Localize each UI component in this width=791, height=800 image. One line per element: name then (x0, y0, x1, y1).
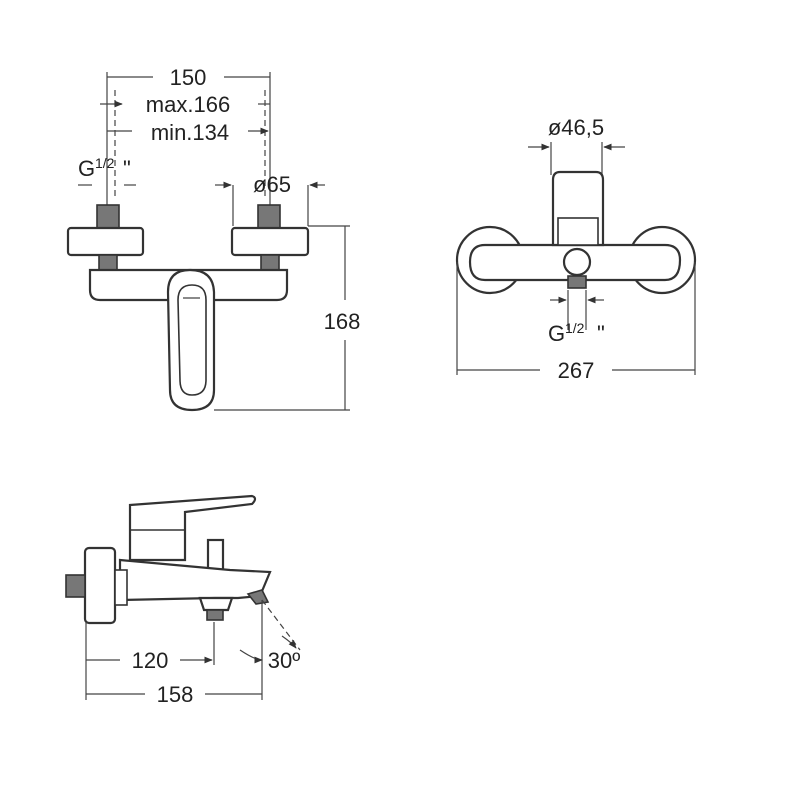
side-lever (128, 494, 257, 562)
width-label: 150 (170, 65, 207, 90)
thread-label-front: G 1/2 " (78, 155, 136, 186)
width-267-dimension: 267 (456, 262, 696, 383)
top-thread-frac: 1/2 (565, 320, 585, 336)
depth-label: 158 (157, 682, 194, 707)
top-lever-base (557, 217, 599, 246)
top-width-label: 267 (558, 358, 595, 383)
spout-label: 120 (132, 648, 169, 673)
min-dimension: min.134 (107, 120, 269, 145)
top-thread-g: G (548, 321, 565, 346)
thread-g: G (78, 156, 95, 181)
diameter-label: ø65 (253, 172, 291, 197)
height-label: 168 (324, 309, 361, 334)
diverter-knob (206, 538, 225, 572)
thread-frac: 1/2 (95, 155, 115, 171)
diameter-65-dimension: ø65 (215, 172, 325, 226)
top-view: ø46,5 G 1/2 " (455, 115, 697, 383)
side-wall-plate (83, 546, 117, 625)
top-diameter-label: ø46,5 (548, 115, 604, 140)
side-view: 120 158 30º (65, 494, 301, 707)
angle-label: 30º (268, 648, 301, 673)
lever-inner (177, 284, 207, 396)
front-view: 150 max.166 min.134 G 1/2 " ø65 (66, 65, 361, 412)
right-connector (230, 204, 310, 271)
thread-label-top: G 1/2 " (548, 290, 605, 346)
depth-158-dimension: 158 (86, 600, 263, 707)
height-168-dimension: 168 (214, 225, 361, 411)
side-body (118, 558, 272, 602)
spout-120-dimension: 120 (85, 622, 215, 700)
top-thread-suffix: " (597, 321, 605, 346)
max-dimension: max.166 (100, 92, 270, 117)
top-outlet (562, 247, 592, 277)
angle-30-dimension: 30º (239, 599, 301, 673)
side-outlet (198, 596, 234, 612)
left-connector (66, 204, 145, 271)
min-label: min.134 (151, 120, 229, 145)
width-150-dimension: 150 (107, 65, 270, 90)
diameter-46-dimension: ø46,5 (528, 115, 625, 175)
thread-suffix: " (123, 156, 131, 181)
max-label: max.166 (146, 92, 230, 117)
